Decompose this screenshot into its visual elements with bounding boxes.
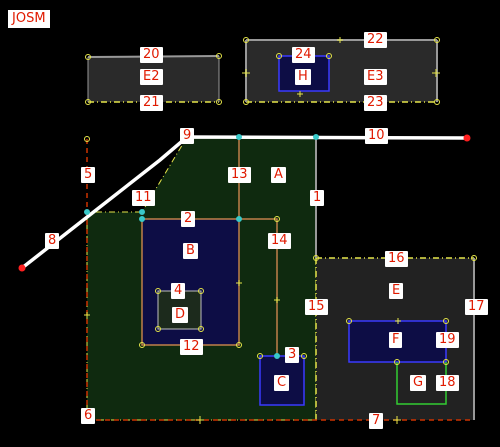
node[interactable] xyxy=(84,209,90,215)
node[interactable] xyxy=(198,288,204,294)
label-22: 22 xyxy=(364,32,387,48)
node[interactable] xyxy=(301,353,307,359)
app-title: JOSM xyxy=(8,10,50,28)
label-d: D xyxy=(172,307,189,323)
node[interactable] xyxy=(236,216,242,222)
label-16: 16 xyxy=(385,251,408,267)
label-5: 5 xyxy=(81,167,96,183)
label-23: 23 xyxy=(364,95,387,111)
node[interactable] xyxy=(198,326,204,332)
node[interactable] xyxy=(313,134,319,140)
node[interactable] xyxy=(443,318,449,324)
node[interactable] xyxy=(443,359,449,365)
node[interactable] xyxy=(216,99,222,105)
label-7: 7 xyxy=(369,413,384,429)
label-15: 15 xyxy=(305,299,328,315)
label-11: 11 xyxy=(132,190,155,206)
node[interactable] xyxy=(394,359,400,365)
label-20: 20 xyxy=(140,47,163,63)
label-e3: E3 xyxy=(364,69,387,85)
way-14[interactable] xyxy=(239,218,278,356)
label-c: C xyxy=(274,375,290,391)
node[interactable] xyxy=(139,342,145,348)
node[interactable] xyxy=(236,134,242,140)
label-21: 21 xyxy=(140,95,163,111)
label-10: 10 xyxy=(365,128,388,144)
node[interactable] xyxy=(216,53,222,59)
label-b: B xyxy=(183,243,198,259)
node[interactable] xyxy=(471,255,477,261)
label-4: 4 xyxy=(171,283,186,299)
label-2: 2 xyxy=(181,211,196,227)
label-g: G xyxy=(410,375,427,391)
label-19: 19 xyxy=(436,332,459,348)
node[interactable] xyxy=(434,37,440,43)
label-12: 12 xyxy=(180,339,203,355)
label-e: E xyxy=(389,283,404,299)
node[interactable] xyxy=(139,216,145,222)
node[interactable] xyxy=(276,53,282,59)
label-h: H xyxy=(295,69,311,85)
label-18: 18 xyxy=(436,375,459,391)
label-8: 8 xyxy=(45,233,60,249)
label-3: 3 xyxy=(285,347,300,363)
label-e2: E2 xyxy=(140,69,163,85)
node[interactable] xyxy=(243,99,249,105)
node[interactable] xyxy=(155,326,161,332)
node[interactable] xyxy=(236,342,242,348)
node[interactable] xyxy=(85,54,91,60)
node[interactable] xyxy=(85,99,91,105)
node[interactable] xyxy=(313,255,319,261)
node[interactable] xyxy=(434,99,440,105)
label-1: 1 xyxy=(310,190,325,206)
node[interactable] xyxy=(155,288,161,294)
label-24: 24 xyxy=(292,47,315,63)
node[interactable] xyxy=(18,264,26,272)
node[interactable] xyxy=(326,53,332,59)
label-17: 17 xyxy=(465,299,488,315)
label-14: 14 xyxy=(268,233,291,249)
node[interactable] xyxy=(274,353,280,359)
label-6: 6 xyxy=(81,408,96,424)
node[interactable] xyxy=(274,216,280,222)
building-e3[interactable] xyxy=(246,40,437,102)
road-8-9-10[interactable] xyxy=(20,135,468,270)
node[interactable] xyxy=(257,353,263,359)
label-9: 9 xyxy=(180,128,195,144)
label-13: 13 xyxy=(228,167,251,183)
node[interactable] xyxy=(463,134,471,142)
label-a: A xyxy=(271,167,286,183)
node[interactable] xyxy=(139,209,145,215)
node[interactable] xyxy=(346,318,352,324)
midpoint-markers xyxy=(84,37,440,424)
node[interactable] xyxy=(84,136,90,142)
label-f: F xyxy=(389,332,403,348)
node[interactable] xyxy=(243,37,249,43)
